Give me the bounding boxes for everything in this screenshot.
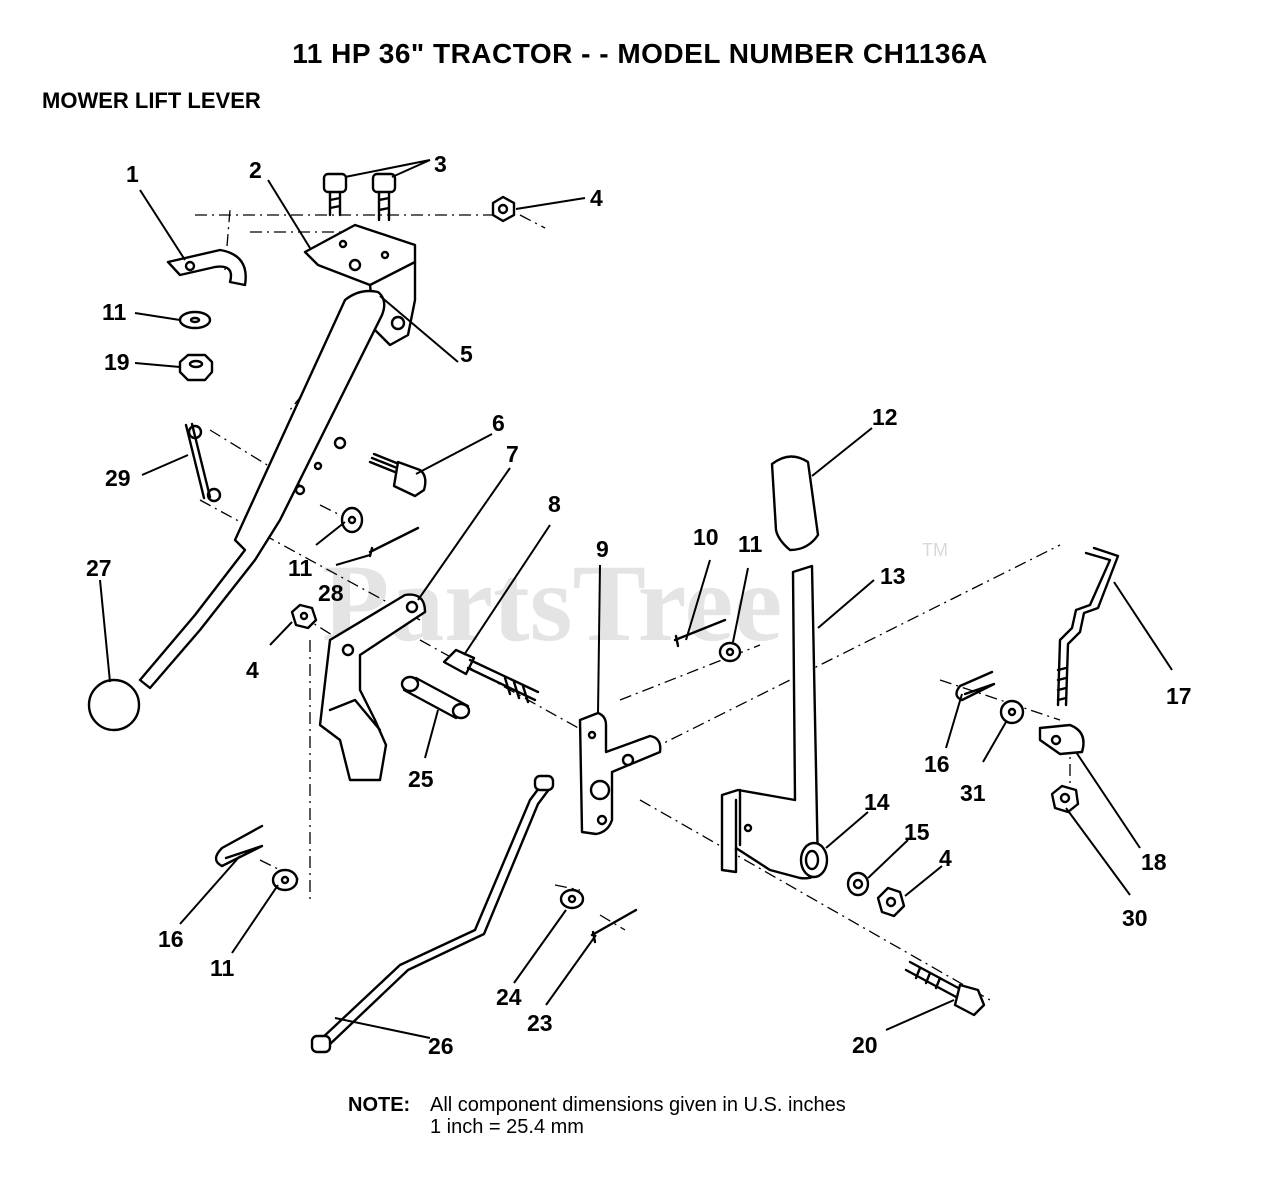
callout-15: 15 (904, 819, 930, 845)
part-10-cotter-pin[interactable] (673, 618, 727, 648)
part-15-washer[interactable] (846, 871, 870, 897)
callout-4-top: 4 (590, 185, 603, 211)
part-23-cotter-pin[interactable] (590, 908, 638, 944)
callout-11-bottom: 11 (210, 955, 235, 981)
callout-12: 12 (872, 404, 898, 430)
callout-16-left: 16 (158, 926, 184, 952)
note-label: NOTE: (348, 1094, 411, 1116)
part-12-handle-grip[interactable] (770, 455, 820, 552)
part-2-bracket[interactable] (303, 223, 417, 347)
part-19-nut[interactable] (178, 353, 214, 382)
trademark: TM (922, 540, 948, 560)
callout-17: 17 (1166, 683, 1192, 709)
callout-6: 6 (492, 410, 505, 436)
callout-28: 28 (318, 580, 344, 606)
note-line-2: 1 inch = 25.4 mm (430, 1116, 584, 1138)
part-4-nut-lower[interactable] (876, 886, 906, 918)
callout-16-right: 16 (924, 751, 950, 777)
callout-13: 13 (880, 563, 906, 589)
part-8-bolt[interactable] (442, 648, 540, 704)
callout-8: 8 (548, 491, 561, 517)
callout-27: 27 (86, 555, 112, 581)
part-14-bushing[interactable] (799, 841, 829, 879)
callout-19: 19 (104, 349, 130, 375)
part-11-washer-left[interactable] (178, 310, 212, 330)
callout-4-lower: 4 (939, 845, 952, 871)
part-24-washer[interactable] (559, 888, 585, 910)
callout-18: 18 (1141, 849, 1167, 875)
callout-30: 30 (1122, 905, 1148, 931)
callout-7: 7 (506, 441, 519, 467)
callout-9: 9 (596, 536, 609, 562)
part-20-bolt[interactable] (904, 960, 986, 1017)
part-26-lift-rod[interactable] (310, 774, 555, 1054)
callout-11-lever: 11 (738, 531, 763, 557)
part-4-nut-middle[interactable] (290, 603, 318, 630)
part-11-washer-arm[interactable] (340, 506, 364, 534)
dimension-note: NOTE: All component dimensions given in U… (348, 1094, 846, 1138)
part-30-nut[interactable] (1050, 784, 1080, 814)
callout-11-arm: 11 (288, 555, 313, 581)
callout-numbers: 1 2 3 4 11 19 5 12 6 7 29 8 10 11 9 27 1… (86, 151, 1192, 1059)
callout-4-middle: 4 (246, 657, 259, 683)
part-7-lever-bracket[interactable] (318, 593, 427, 782)
note-text: All component dimensions given in U.S. i… (430, 1094, 846, 1138)
part-4-nut-top[interactable] (491, 195, 516, 223)
note-line-1: All component dimensions given in U.S. i… (430, 1094, 846, 1116)
callout-20: 20 (852, 1032, 878, 1058)
part-11-washer-bottom[interactable] (271, 868, 299, 892)
callout-29: 29 (105, 465, 131, 491)
callout-5: 5 (460, 341, 473, 367)
callout-23: 23 (527, 1010, 553, 1036)
part-25-spacer[interactable] (400, 675, 471, 720)
part-1-clip[interactable] (166, 248, 247, 287)
part-11-washer-lever[interactable] (718, 641, 742, 663)
part-6-bolt[interactable] (368, 452, 427, 498)
part-31-washer[interactable] (999, 699, 1025, 725)
callout-2: 2 (249, 157, 262, 183)
callout-14: 14 (864, 789, 890, 815)
diagram-subtitle: MOWER LIFT LEVER (42, 88, 261, 113)
callout-3: 3 (434, 151, 447, 177)
part-27-knob[interactable] (87, 678, 141, 732)
part-17-adjust-rod[interactable] (1056, 546, 1120, 707)
callout-1: 1 (126, 161, 139, 187)
callout-31: 31 (960, 780, 986, 806)
part-3-bolts[interactable] (322, 172, 397, 222)
part-16-hairpin-clip-left[interactable] (214, 824, 264, 868)
part-29-link[interactable] (184, 422, 222, 503)
callout-11-left: 11 (102, 299, 127, 325)
part-9-pivot-plate[interactable] (578, 711, 662, 836)
callout-25: 25 (408, 766, 434, 792)
part-18-trunnion[interactable] (1038, 723, 1085, 756)
callout-26: 26 (428, 1033, 454, 1059)
callout-10: 10 (693, 524, 719, 550)
part-16-hairpin-clip-right[interactable] (955, 670, 996, 702)
callout-24: 24 (496, 984, 522, 1010)
diagram-title: 11 HP 36" TRACTOR - - MODEL NUMBER CH113… (292, 38, 988, 69)
leader-lines (99, 159, 1173, 1039)
part-28-cotter-pin[interactable] (368, 526, 420, 558)
